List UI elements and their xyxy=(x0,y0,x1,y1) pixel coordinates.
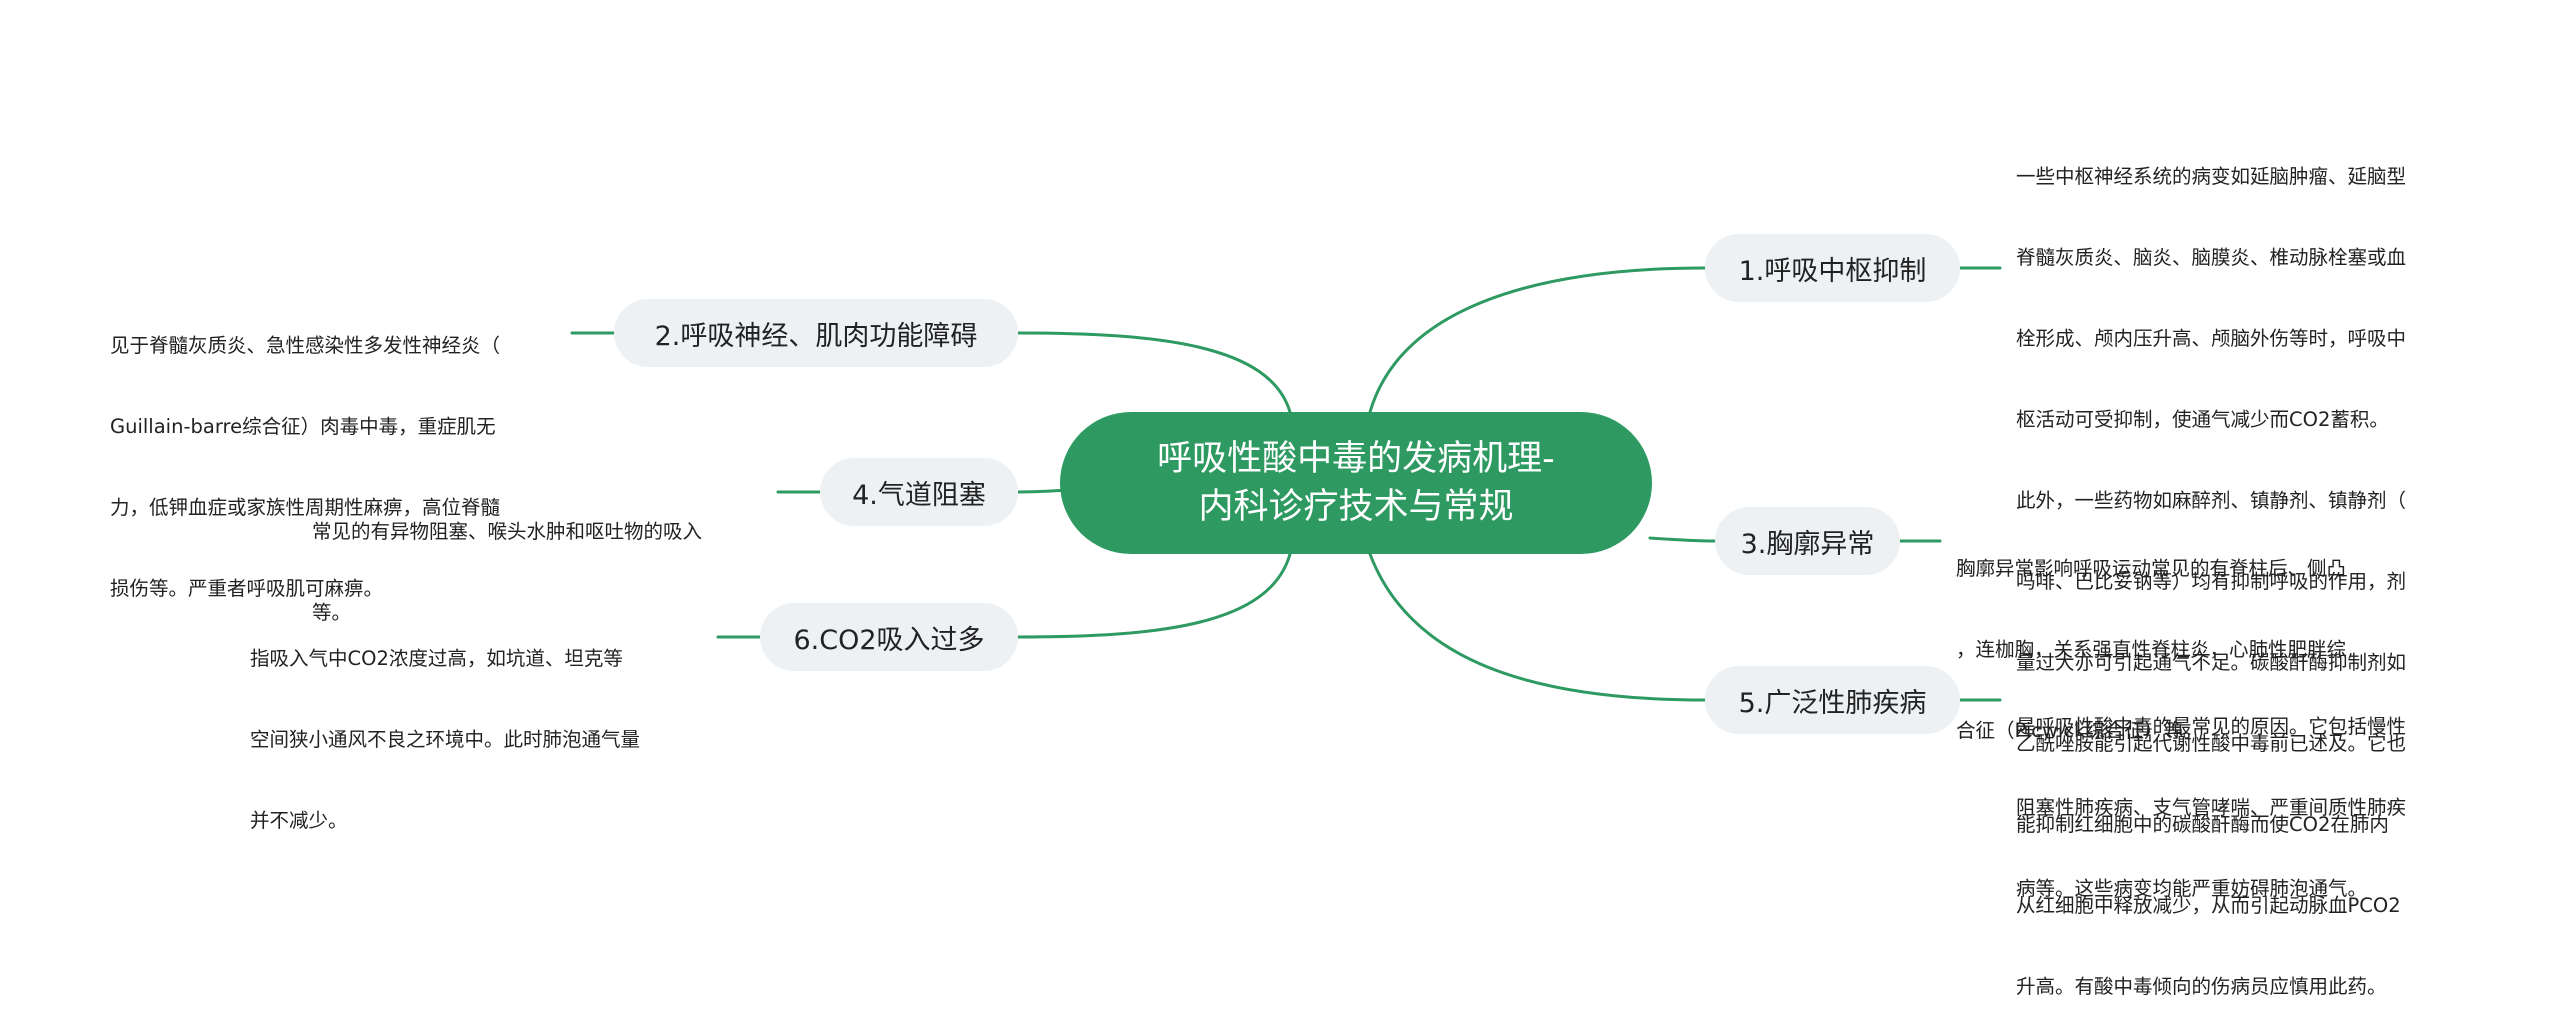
branch-1-node[interactable]: 1.呼吸中枢抑制 xyxy=(1705,234,1960,302)
detail-line: 一些中枢神经系统的病变如延脑肿瘤、延脑型 xyxy=(2016,165,2407,188)
detail-line: 损伤等。严重者呼吸肌可麻痹。 xyxy=(110,577,384,600)
connector-lines xyxy=(570,266,2002,702)
branch-3-node[interactable]: 3.胸廓异常 xyxy=(1715,507,1900,575)
branch-2-label: 2.呼吸神经、肌肉功能障碍 xyxy=(654,320,978,352)
detail-line: 合征（Picwick综合征）等。 xyxy=(1956,719,2203,742)
detail-line: Guillain-barre综合征）肉毒中毒，重症肌无 xyxy=(110,415,496,438)
branch-2-detail: 见于脊髓灰质炎、急性感染性多发性神经炎（ Guillain-barre综合征）肉… xyxy=(110,278,500,629)
branch-1-label: 1.呼吸中枢抑制 xyxy=(1738,255,1927,287)
root-topic[interactable]: 呼吸性酸中毒的发病机理- 内科诊疗技术与常规 xyxy=(1060,412,1652,554)
detail-line: 阻塞性肺疾病、支气管哮喘、严重间质性肺疾 xyxy=(2016,796,2407,819)
link-center-branch-2 xyxy=(1016,331,1292,414)
detail-line: 并不减少。 xyxy=(250,809,348,832)
branch-4-detail: 常见的有异物阻塞、喉头水肿和呕吐物的吸入 等。 xyxy=(312,464,702,653)
link-center-branch-3 xyxy=(1648,536,1717,543)
link-center-branch-6 xyxy=(1016,552,1292,639)
detail-line: 升高。有酸中毒倾向的伤病员应慎用此药。 xyxy=(2016,975,2387,998)
detail-line: 量过大亦可引起通气不足。碳酸酐酶抑制剂如 xyxy=(2016,651,2407,674)
detail-line: ，连枷胸，关系强直性脊柱炎，心肺性肥胖综 xyxy=(1956,638,2347,661)
branch-2-node[interactable]: 2.呼吸神经、肌肉功能障碍 xyxy=(614,299,1018,367)
detail-line: 乙酰唑胺能引起代谢性酸中毒前已述及。它也 xyxy=(2016,732,2407,755)
root-title-line2: 内科诊疗技术与常规 xyxy=(1198,487,1514,527)
detail-line: 能抑制红细胞中的碳酸酐酶而使CO2在肺内 xyxy=(2016,813,2389,836)
detail-line: 栓形成、颅内压升高、颅脑外伤等时，呼吸中 xyxy=(2016,327,2407,350)
detail-line: 指吸入气中CO2浓度过高，如坑道、坦克等 xyxy=(250,647,623,670)
detail-line: 吗啡、巴比妥钠等）均有抑制呼吸的作用，剂 xyxy=(2016,570,2407,593)
root-title-line1: 呼吸性酸中毒的发病机理- xyxy=(1157,439,1555,479)
detail-line: 是呼吸性酸中毒的最常见的原因。它包括慢性 xyxy=(2016,715,2407,738)
branch-3-label: 3.胸廓异常 xyxy=(1740,528,1875,560)
branch-3-detail: 胸廓异常影响呼吸运动常见的有脊柱后、侧凸 ，连枷胸，关系强直性脊柱炎，心肺性肥胖… xyxy=(1956,501,2346,771)
detail-line: 力，低钾血症或家族性周期性麻痹，高位脊髓 xyxy=(110,496,501,519)
detail-line: 常见的有异物阻塞、喉头水肿和呕吐物的吸入 xyxy=(312,520,703,543)
detail-line: 此外，一些药物如麻醉剂、镇静剂、镇静剂（ xyxy=(2016,489,2407,512)
branch-6-label: 6.CO2吸入过多 xyxy=(793,624,985,656)
detail-line: 枢活动可受抑制，使通气减少而CO2蓄积。 xyxy=(2016,408,2389,431)
link-center-branch-5 xyxy=(1368,552,1707,702)
branch-5-node[interactable]: 5.广泛性肺疾病 xyxy=(1705,666,1960,734)
detail-line: 等。 xyxy=(312,601,352,624)
detail-line: 脊髓灰质炎、脑炎、脑膜炎、椎动脉栓塞或血 xyxy=(2016,246,2407,269)
detail-line: 病等。这些病变均能严重妨碍肺泡通气。 xyxy=(2016,877,2368,900)
branch-6-detail: 指吸入气中CO2浓度过高，如坑道、坦克等 空间狭小通风不良之环境中。此时肺泡通气… xyxy=(250,591,640,861)
branch-4-label: 4.气道阻塞 xyxy=(852,479,986,511)
detail-line: 空间狭小通风不良之环境中。此时肺泡通气量 xyxy=(250,728,641,751)
link-center-branch-1 xyxy=(1368,266,1707,414)
branch-6-node[interactable]: 6.CO2吸入过多 xyxy=(760,603,1018,671)
branch-4-node[interactable]: 4.气道阻塞 xyxy=(820,458,1018,526)
detail-line: 见于脊髓灰质炎、急性感染性多发性神经炎（ xyxy=(110,334,501,357)
branch-5-detail: 是呼吸性酸中毒的最常见的原因。它包括慢性 阻塞性肺疾病、支气管哮喘、严重间质性肺… xyxy=(2016,659,2406,929)
detail-line: 胸廓异常影响呼吸运动常见的有脊柱后、侧凸 xyxy=(1956,557,2347,580)
branch-5-label: 5.广泛性肺疾病 xyxy=(1738,687,1927,719)
